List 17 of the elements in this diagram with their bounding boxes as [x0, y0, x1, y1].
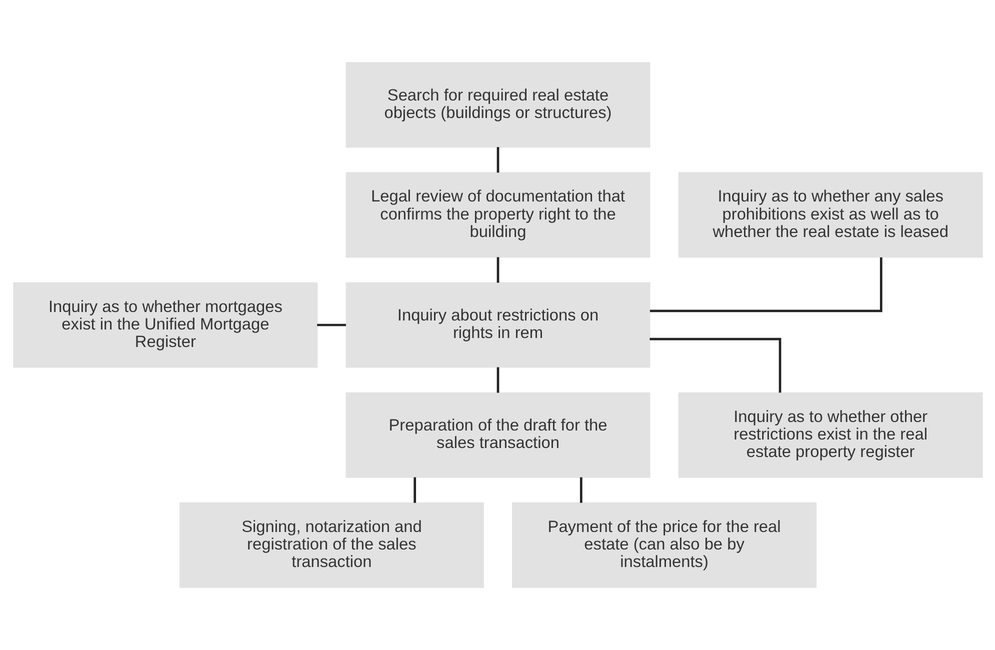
node-box: Inquiry as to whether other restrictions exist in the real estate property register [678, 392, 982, 478]
node-box: Signing, notarization and registration of the sales transaction [178, 502, 484, 588]
node-box: Preparation of the draft for the sales transaction [345, 392, 650, 478]
connector [316, 324, 346, 326]
connector [413, 477, 416, 503]
node-box: Inquiry about restrictions on rights in rem [345, 282, 650, 368]
node-box: Legal review of documentation that confirms the property right to the building [345, 172, 650, 258]
connector [579, 477, 582, 503]
connector [496, 147, 499, 173]
node-box: Payment of the price for the real estate (can also be by instalments) [512, 502, 816, 588]
connector [649, 338, 781, 393]
node-box: Search for required real estate objects (buildings or structures) [345, 62, 650, 148]
connector [496, 367, 499, 393]
connector [649, 257, 882, 312]
node-box: Inquiry as to whether any sales prohibitions exist as well as to whether the real estate is leased [678, 172, 982, 258]
node-box: Inquiry as to whether mortgages exist in the Unified Mortgage Register [12, 282, 318, 368]
connector [496, 257, 499, 283]
